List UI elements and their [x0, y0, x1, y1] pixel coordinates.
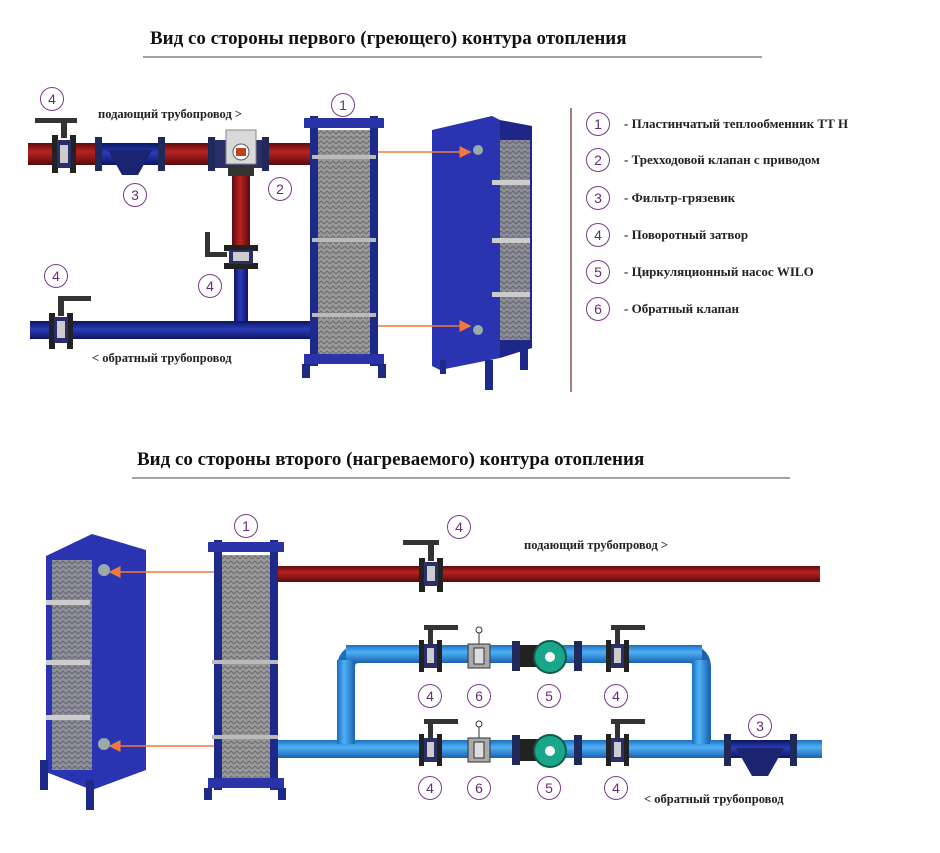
bottom-pump-a — [512, 640, 582, 674]
callout-bottom-check-a: 6 — [467, 684, 491, 708]
legend-item: 4 - Поворотный затвор — [586, 223, 748, 247]
legend-text: - Пластинчатый теплообменник ТТ Н — [624, 116, 849, 131]
bottom-valve-b1 — [419, 719, 458, 766]
legend-text: - Обратный клапан — [624, 301, 739, 316]
top-strainer — [102, 143, 158, 175]
top-title: Вид со стороны первого (греющего) контур… — [150, 28, 627, 49]
top-plate-heat-exchanger-3d — [432, 116, 532, 390]
bottom-butterfly-valve-supply — [403, 540, 443, 592]
legend-number: 2 — [586, 148, 610, 172]
callout-bottom-valve-supply: 4 — [447, 515, 471, 539]
bottom-check-valve-a — [467, 626, 491, 669]
legend-text: - Поворотный затвор — [624, 227, 749, 242]
legend: 1 - Пластинчатый теплообменник ТТ Н 2 - … — [586, 112, 916, 332]
bottom-loop-right-riser — [692, 660, 710, 744]
top-supply-label: подающий трубопровод > — [98, 107, 243, 121]
bottom-supply-label: подающий трубопровод > — [524, 538, 669, 552]
top-butterfly-valve-return — [49, 296, 91, 349]
bottom-valve-a1 — [419, 625, 458, 672]
callout-top-3way: 2 — [268, 177, 292, 201]
bottom-plate-heat-exchanger-3d — [40, 534, 146, 810]
bottom-strainer — [724, 734, 797, 776]
legend-number: 6 — [586, 297, 610, 321]
legend-item: 6 - Обратный клапан — [586, 297, 739, 321]
legend-item: 3 - Фильтр-грязевик — [586, 186, 735, 210]
callout-top-filter: 3 — [123, 183, 147, 207]
bottom-valve-a2 — [606, 625, 645, 672]
callout-top-hx: 1 — [331, 93, 355, 117]
legend-number: 4 — [586, 223, 610, 247]
top-plate-heat-exchanger-side — [302, 116, 386, 378]
top-butterfly-valve-bypass — [205, 232, 258, 269]
top-bypass-pipe-hot — [232, 165, 250, 250]
top-flange — [208, 137, 215, 171]
top-bypass-pipe-cold — [234, 268, 248, 324]
top-flange — [262, 137, 269, 171]
top-flange — [158, 137, 165, 171]
bottom-pump-b — [512, 734, 582, 768]
legend-number: 3 — [586, 186, 610, 210]
top-return-label: < обратный трубопровод — [92, 351, 232, 365]
callout-bottom-check-b: 6 — [467, 776, 491, 800]
callout-top-valve-bypass: 4 — [198, 274, 222, 298]
legend-item: 5 - Циркуляционный насос WILO — [586, 260, 814, 284]
legend-number: 5 — [586, 260, 610, 284]
callout-top-valve-supply: 4 — [40, 87, 64, 111]
callout-top-valve-return: 4 — [44, 264, 68, 288]
top-flange — [95, 137, 102, 171]
legend-number: 1 — [586, 112, 610, 136]
bottom-supply-pipe — [278, 566, 820, 582]
bottom-return-label: < обратный трубопровод — [644, 792, 784, 806]
legend-item: 1 - Пластинчатый теплообменник ТТ Н — [586, 112, 848, 136]
callout-bottom-filter: 3 — [748, 714, 772, 738]
legend-item: 2 - Трехходовой клапан с приводом — [586, 148, 820, 172]
legend-text: - Трехходовой клапан с приводом — [624, 152, 820, 167]
top-butterfly-valve-supply — [35, 118, 77, 173]
bottom-check-valve-b — [467, 720, 491, 763]
legend-text: - Фильтр-грязевик — [624, 190, 736, 205]
top-three-way-valve — [215, 129, 262, 176]
legend-text: - Циркуляционный насос WILO — [624, 264, 814, 279]
callout-bottom-pump-a: 5 — [537, 684, 561, 708]
callout-bottom-hx: 1 — [234, 514, 258, 538]
bottom-title: Вид со стороны второго (нагреваемого) ко… — [137, 449, 645, 470]
callout-bottom-valve-b2: 4 — [604, 776, 628, 800]
bottom-plate-heat-exchanger-side — [204, 540, 286, 800]
callout-bottom-valve-b1: 4 — [418, 776, 442, 800]
top-return-pipe — [30, 321, 320, 339]
bottom-loop-left-riser — [337, 660, 355, 744]
callout-bottom-valve-a2: 4 — [604, 684, 628, 708]
bottom-valve-b2 — [606, 719, 645, 766]
callout-bottom-valve-a1: 4 — [418, 684, 442, 708]
bottom-return-loop-upper — [337, 645, 711, 745]
callout-bottom-pump-b: 5 — [537, 776, 561, 800]
